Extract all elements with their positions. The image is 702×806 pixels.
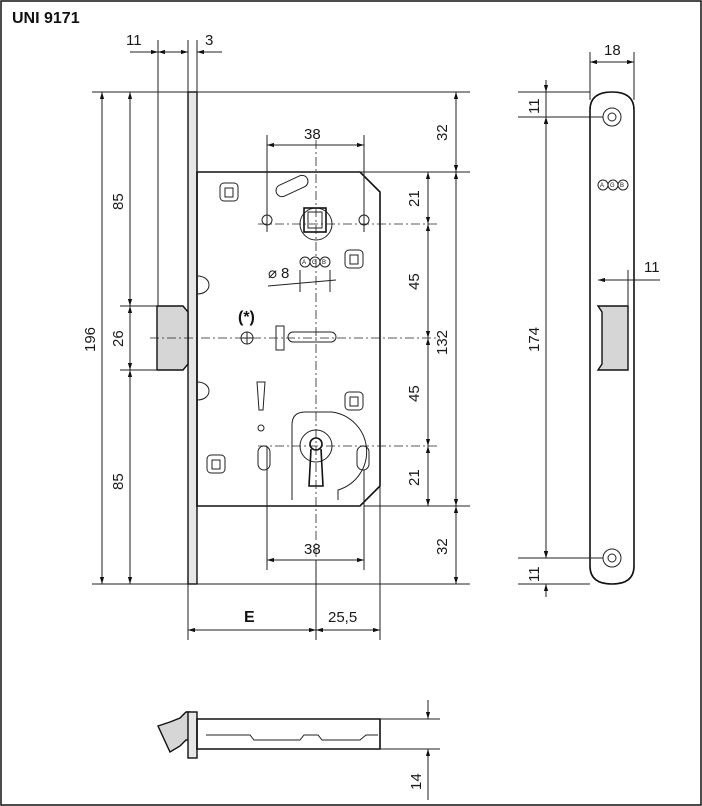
- spindle-square: [303, 207, 327, 233]
- spindle-square-inner: [307, 211, 323, 229]
- dim-11-plate-top: 11: [526, 98, 543, 114]
- dim-3-top: 3: [205, 32, 213, 49]
- lock-bottom-view: [157, 700, 440, 800]
- faceplate-edge: [187, 711, 198, 759]
- tab-mid-right: [344, 249, 364, 269]
- dim-45-top: 45: [406, 273, 423, 290]
- svg-text:G: G: [312, 260, 317, 266]
- strike-opening: [596, 305, 629, 371]
- hook-upper: [196, 275, 210, 295]
- dim-32-top: 32: [434, 124, 451, 141]
- dim-11-plate-bottom: 11: [526, 566, 543, 582]
- dim-14: 14: [408, 773, 425, 790]
- dim-21-top: 21: [406, 190, 423, 207]
- center-slot: [287, 331, 337, 343]
- oval-slot: [275, 174, 309, 198]
- svg-text:A: A: [302, 260, 306, 266]
- dim-85-top: 85: [110, 193, 127, 210]
- drawing-title: UNI 9171: [12, 10, 80, 27]
- tab-bottom-left-inner: [211, 459, 221, 470]
- lever-dot: [257, 424, 265, 432]
- dim-11-strike: 11: [644, 259, 660, 276]
- dim-E: E: [244, 609, 255, 626]
- tab-low-right: [344, 391, 364, 411]
- svg-text:G: G: [610, 183, 615, 189]
- strike-hole-top: [602, 107, 622, 127]
- dim-18: 18: [604, 42, 621, 59]
- svg-text:B: B: [322, 260, 326, 266]
- case-edge: [196, 718, 381, 750]
- dim-196: 196: [82, 327, 99, 352]
- slot-left-lower: [257, 445, 271, 471]
- strike-hole-bottom: [602, 548, 622, 568]
- slot-right-lower: [356, 445, 370, 471]
- tab-low-right-inner: [349, 396, 359, 407]
- center-lines: [150, 140, 440, 560]
- dimension-lines-strike: [518, 52, 660, 597]
- dimension-lines-front: [92, 40, 470, 640]
- dim-25-5: 25,5: [328, 609, 357, 626]
- svg-text:B: B: [620, 183, 624, 189]
- dim-38-top: 38: [304, 126, 321, 143]
- hook-lower: [196, 381, 210, 401]
- dim-174: 174: [526, 327, 543, 352]
- strike-plate-view: A G B: [589, 91, 635, 585]
- dim-11-top: 11: [126, 32, 142, 49]
- dim-diameter-symbol: ⌀: [268, 265, 277, 282]
- tab-top-left: [219, 182, 239, 202]
- case-edge-detail: [206, 734, 378, 741]
- svg-text:A: A: [600, 183, 604, 189]
- agb-logo-strike: A G B: [597, 179, 629, 191]
- dim-21-bottom: 21: [406, 469, 423, 486]
- dim-8: 8: [281, 265, 289, 282]
- dim-38-bottom: 38: [304, 541, 321, 558]
- cylinder-recess: [291, 411, 368, 500]
- dim-132: 132: [434, 330, 451, 355]
- note-asterisk: (*): [238, 309, 255, 326]
- strike-plate: [589, 91, 635, 585]
- latch-side-profile: [157, 711, 191, 754]
- tab-bottom-left: [206, 454, 226, 474]
- agb-logo-case: A G B: [299, 256, 331, 268]
- lever-pin: [256, 381, 266, 411]
- dim-32-bottom: 32: [434, 538, 451, 555]
- tab-mid-right-inner: [349, 254, 359, 265]
- dim-45-bottom: 45: [406, 385, 423, 402]
- dim-26: 26: [110, 330, 127, 347]
- dim-85-bottom: 85: [110, 473, 127, 490]
- tab-top-left-inner: [224, 187, 234, 198]
